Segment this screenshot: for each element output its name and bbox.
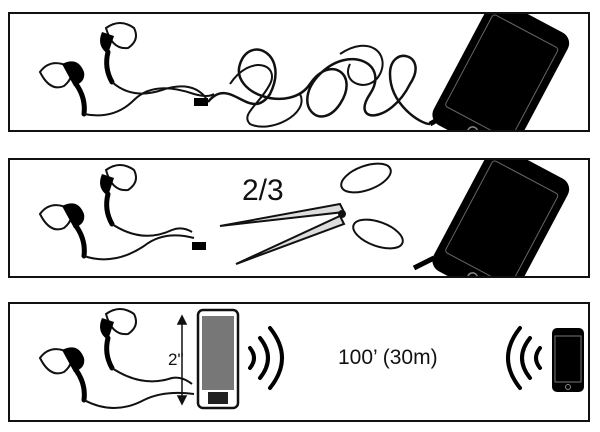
earbud-icon	[100, 22, 137, 85]
receiver-module-icon	[196, 308, 240, 410]
wireless-waves-icon	[506, 326, 542, 390]
panel-tangled-cable	[8, 12, 590, 132]
cable-fraction-label: 2/3	[242, 174, 284, 207]
earbud-icon	[38, 347, 87, 403]
height-arrow	[176, 314, 188, 406]
earbud-icon	[38, 61, 87, 117]
panel-wireless-receiver: 2" 100’ (30m)	[8, 302, 590, 422]
earbud-icon	[100, 308, 137, 371]
receiver-height-label: 2"	[168, 350, 184, 369]
wireless-waves-icon	[248, 326, 284, 390]
earbud-icon	[100, 164, 137, 227]
scissors-icon	[219, 162, 404, 265]
tangled-cable-illustration	[38, 14, 570, 130]
smartphone-icon	[432, 160, 570, 276]
cable-connector	[194, 98, 208, 106]
smartphone-icon	[432, 14, 570, 130]
wireless-receiver-illustration	[38, 308, 584, 410]
range-distance-label: 100’ (30m)	[338, 346, 438, 369]
earbud-icon	[38, 203, 87, 259]
cable-connector	[192, 242, 206, 250]
cut-cable-illustration	[38, 160, 570, 276]
smartphone-icon	[552, 328, 584, 392]
panel-cut-cable: 2/3	[8, 158, 590, 278]
